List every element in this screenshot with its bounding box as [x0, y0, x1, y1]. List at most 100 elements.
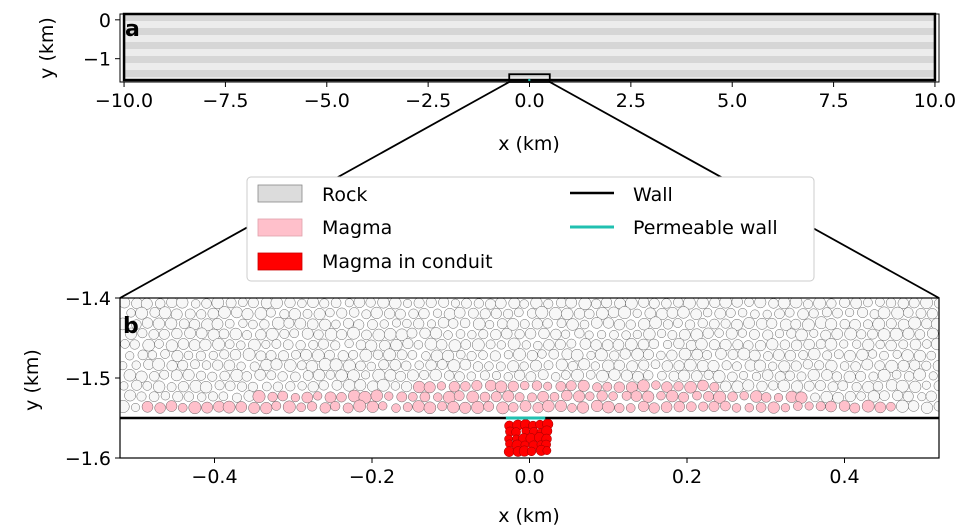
- rock-particle: [152, 380, 166, 393]
- rock-particle: [467, 330, 477, 340]
- rock-particle: [613, 359, 625, 372]
- rock-particle: [742, 379, 755, 392]
- rock-particle: [170, 369, 183, 382]
- rock-particle: [254, 369, 266, 381]
- rock-particle: [662, 319, 674, 330]
- legend: Rock Magma Magma in conduit Wall Permeab…: [246, 176, 815, 282]
- rock-particle: [270, 358, 283, 371]
- rock-particle: [586, 350, 596, 360]
- rock-particle: [898, 339, 909, 350]
- x-tick-label: 5.0: [717, 90, 747, 112]
- rock-particle: [377, 298, 390, 309]
- rock-particle: [867, 328, 878, 340]
- rock-particle: [786, 328, 797, 339]
- rock-particle: [120, 400, 130, 413]
- magma-particle: [319, 402, 331, 414]
- rock-particle: [290, 371, 301, 382]
- rock-particle: [236, 361, 246, 371]
- panel-b-xlabel: x (km): [498, 505, 560, 526]
- rock-particle: [702, 307, 713, 318]
- rock-particle: [259, 319, 270, 330]
- rock-particle: [839, 318, 850, 330]
- rock-particle: [137, 349, 149, 361]
- rock-particle: [129, 339, 140, 350]
- rock-particle: [265, 327, 279, 341]
- magma-particle: [596, 390, 608, 402]
- rock-particle: [190, 359, 200, 370]
- rock-particle: [625, 319, 636, 330]
- rock-particle: [208, 350, 218, 360]
- rock-particle: [827, 381, 839, 393]
- magma-particle: [555, 381, 567, 392]
- magma-particle: [692, 390, 702, 401]
- magma-particle: [849, 402, 861, 414]
- rock-particle: [519, 361, 529, 371]
- rock-particle: [336, 307, 348, 319]
- panel-a-label: a: [125, 17, 140, 42]
- rock-particle: [613, 319, 626, 331]
- rock-particle: [300, 349, 312, 361]
- magma-particle: [684, 380, 697, 394]
- rock-particle: [508, 298, 521, 310]
- rock-particle: [288, 308, 301, 321]
- rock-particle: [427, 319, 436, 329]
- rock-particle: [425, 359, 437, 371]
- magma-particle: [471, 400, 485, 414]
- rock-particle: [874, 360, 885, 371]
- rock-particle: [236, 340, 246, 350]
- rock-particle: [877, 368, 891, 382]
- rock-particle: [165, 339, 179, 352]
- rock-particle: [182, 369, 195, 381]
- magma-particle: [698, 401, 709, 412]
- rock-particle: [285, 381, 296, 392]
- magma-particle: [621, 390, 632, 401]
- rock-particle: [814, 380, 826, 392]
- rock-particle: [270, 298, 283, 310]
- rock-particle: [325, 307, 335, 318]
- rock-particle: [355, 339, 367, 351]
- rock-particle: [485, 298, 496, 310]
- rock-particle: [177, 338, 190, 350]
- rock-particle: [843, 370, 856, 383]
- x-tick-label: 7.5: [818, 90, 848, 112]
- magma-particle: [413, 380, 426, 394]
- magma-particle: [638, 400, 650, 412]
- rock-particle: [319, 298, 330, 309]
- rock-particle: [550, 328, 562, 340]
- rock-particle: [272, 316, 285, 330]
- rock-particle: [442, 349, 455, 362]
- rock-particle: [566, 338, 577, 349]
- rock-particle: [896, 379, 909, 393]
- rock-particle: [590, 361, 600, 371]
- rock-particle: [661, 298, 672, 309]
- rock-particle: [885, 298, 897, 309]
- rock-particle: [255, 329, 267, 341]
- legend-label-magma: Magma: [322, 217, 392, 239]
- magma-particle: [460, 381, 471, 392]
- rock-particle: [696, 298, 709, 310]
- rock-particle: [766, 338, 779, 351]
- magma-particle: [602, 381, 613, 392]
- rock-particle: [644, 307, 657, 320]
- rock-particle: [831, 371, 843, 382]
- rock-particle: [714, 307, 726, 320]
- rock-particle: [120, 339, 130, 349]
- rock-particle: [155, 298, 166, 309]
- rock-particle: [472, 317, 486, 331]
- rock-particle: [601, 298, 613, 309]
- rock-particle: [152, 317, 165, 330]
- rock-particle: [844, 327, 858, 341]
- x-tick-label: −0.4: [191, 466, 237, 488]
- rock-particle: [843, 349, 856, 362]
- rock-particle: [868, 349, 878, 359]
- rock-particle: [456, 349, 466, 360]
- x-tick-label: −2.5: [405, 90, 451, 112]
- rock-particle: [895, 399, 909, 413]
- rock-particle: [933, 380, 939, 392]
- rock-particle: [625, 338, 638, 351]
- magma-particle: [542, 399, 555, 413]
- rock-particle: [596, 369, 609, 383]
- rock-particle: [378, 359, 390, 371]
- rock-particle: [142, 381, 153, 391]
